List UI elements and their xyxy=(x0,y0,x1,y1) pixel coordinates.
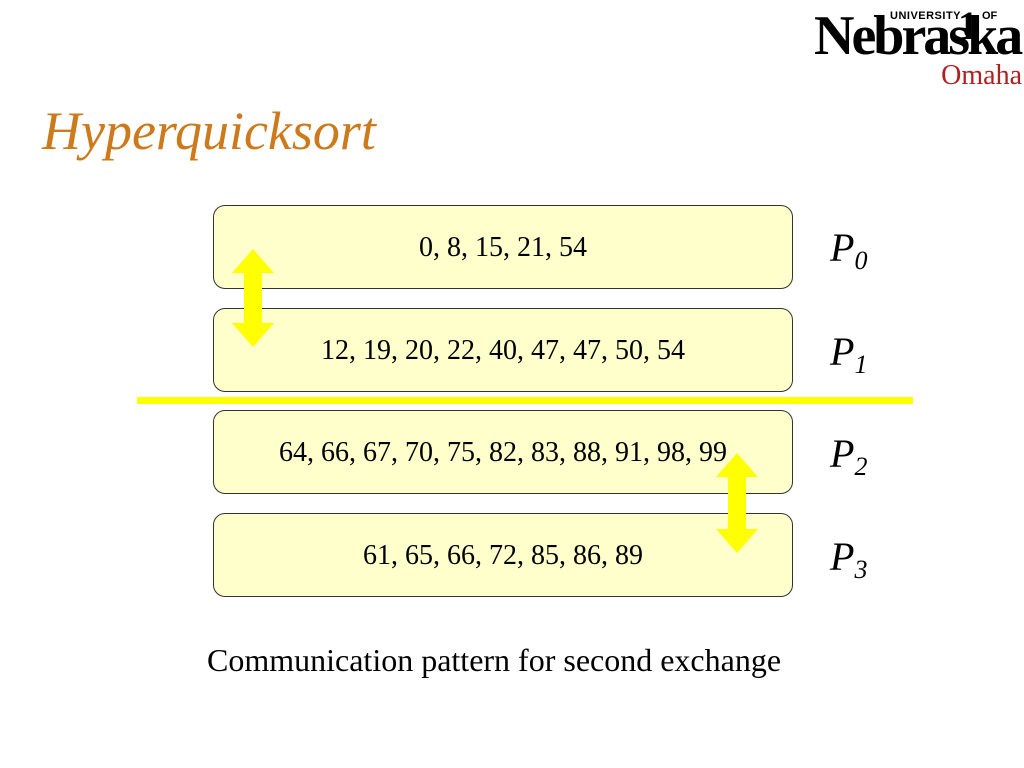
double-arrow-icon xyxy=(716,453,758,553)
diagram-caption: Communication pattern for second exchang… xyxy=(207,642,782,678)
double-arrow-icon xyxy=(232,249,274,347)
logo-university: UNIVERSITY xyxy=(890,10,962,22)
processor-box-p3: 61, 65, 66, 72, 85, 86, 89 xyxy=(213,513,793,597)
processor-values-p2: 64, 66, 67, 70, 75, 82, 83, 88, 91, 98, … xyxy=(279,437,727,468)
logo-one: 1 xyxy=(958,3,978,48)
processor-box-p1: 12, 19, 20, 22, 40, 47, 47, 50, 54 xyxy=(213,308,793,392)
partition-divider xyxy=(137,397,913,404)
slide-title: Hyperquicksort xyxy=(42,101,376,161)
logo-of: OF xyxy=(982,10,998,22)
processor-values-p1: 12, 19, 20, 22, 40, 47, 47, 50, 54 xyxy=(321,335,685,366)
processor-label-p1: P1 xyxy=(830,329,868,379)
processor-box-p2: 64, 66, 67, 70, 75, 82, 83, 88, 91, 98, … xyxy=(213,410,793,494)
logo-campus: Omaha xyxy=(941,60,1022,91)
processor-values-p3: 61, 65, 66, 72, 85, 86, 89 xyxy=(363,540,643,571)
processor-label-p0: P0 xyxy=(830,225,868,275)
processor-box-p0: 0, 8, 15, 21, 54 xyxy=(213,205,793,289)
processor-label-p3: P3 xyxy=(830,534,868,584)
logo-name: Nebraska xyxy=(814,5,1023,67)
university-logo: Nebraska UNIVERSITY 1 OF Omaha xyxy=(812,3,1023,94)
processor-label-p2: P2 xyxy=(830,431,868,481)
processor-values-p0: 0, 8, 15, 21, 54 xyxy=(419,232,587,263)
